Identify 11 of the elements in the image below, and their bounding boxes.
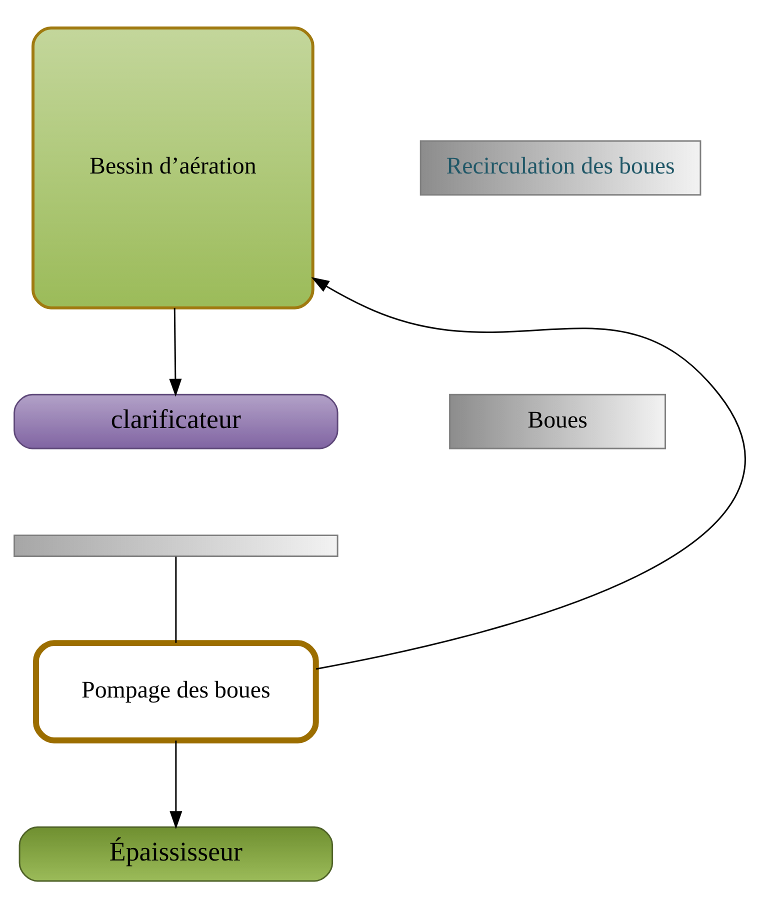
node-box: Pompage des boues (33, 640, 319, 744)
node-box: Boues (449, 394, 666, 450)
arrow (169, 308, 182, 397)
connector (175, 556, 177, 643)
node-box: Épaississeur (18, 826, 334, 882)
node-box: clarificateur (14, 394, 338, 450)
arrow (170, 740, 182, 830)
node-bar (14, 534, 338, 558)
node-box: Bessin d’aération (32, 26, 314, 310)
arrow (311, 277, 745, 670)
node-box: Recirculation des boues (420, 140, 702, 196)
